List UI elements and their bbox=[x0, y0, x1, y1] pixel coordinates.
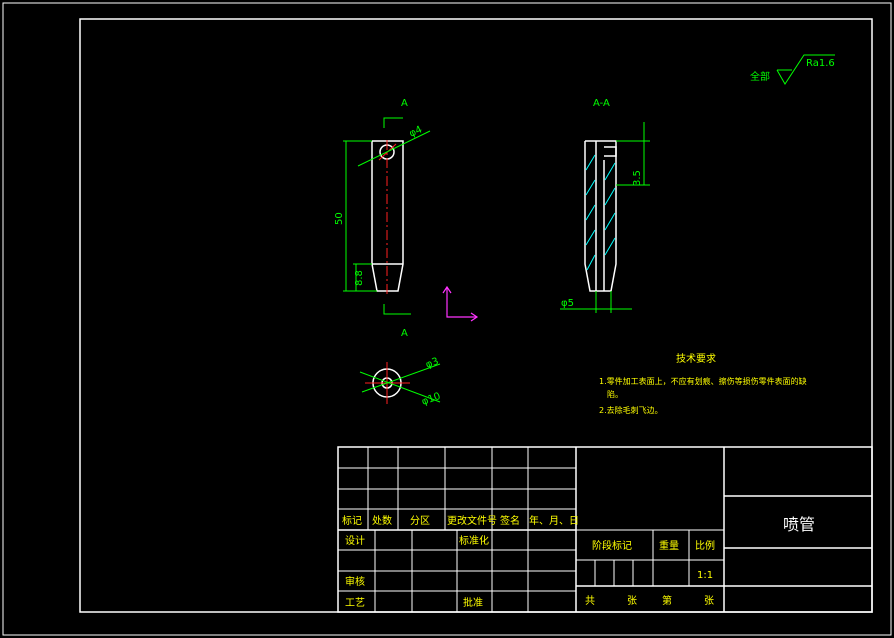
section-view: A-A 3.5 φ5 bbox=[560, 98, 650, 313]
tb-sheets-unit: 张 bbox=[627, 595, 637, 607]
section-label: A-A bbox=[593, 98, 610, 109]
tech-requirements: 技术要求 1.零件加工表面上，不应有划痕、擦伤等损伤零件表面的缺 陷。 2.去除… bbox=[599, 352, 807, 415]
tb-part-name: 喷管 bbox=[783, 515, 815, 534]
dim-slot-height: 3.5 bbox=[632, 170, 643, 186]
surface-finish-symbol: 全部 Ra1.6 bbox=[750, 54, 835, 85]
tb-sign: 签名 bbox=[500, 514, 520, 527]
section-hatch bbox=[585, 154, 616, 271]
end-view: φ3 φ10 bbox=[359, 356, 442, 408]
dim-length: 50 bbox=[334, 212, 345, 225]
tb-sheet-no: 第 bbox=[662, 594, 672, 607]
tb-process: 工艺 bbox=[345, 597, 365, 609]
dim-hole-dia: φ4 bbox=[408, 124, 424, 139]
surface-finish-value: Ra1.6 bbox=[806, 58, 835, 69]
tb-scale-value: 1:1 bbox=[697, 570, 713, 581]
tb-scale: 比例 bbox=[695, 539, 715, 552]
view-label-a-top: A bbox=[401, 98, 408, 109]
dim-bore-dia: φ3 bbox=[424, 356, 440, 371]
tb-date: 年、月、日 bbox=[529, 514, 579, 527]
tb-count: 处数 bbox=[372, 514, 392, 527]
title-block: 标记 处数 分区 更改文件号 签名 年、月、日 设计 标准化 审核 工艺 批准 … bbox=[337, 446, 873, 613]
ucs-axis-icon bbox=[442, 285, 479, 322]
dim-tip-dia: φ5 bbox=[561, 298, 574, 309]
tb-sheet-unit2: 张 bbox=[704, 595, 714, 607]
tb-standard: 标准化 bbox=[459, 534, 489, 547]
front-view: A A φ4 50 8.8 bbox=[334, 98, 431, 339]
dim-outer-dia: φ10 bbox=[420, 391, 442, 408]
tb-change-doc: 更改文件号 bbox=[447, 514, 497, 527]
tech-item2: 2.去除毛刺飞边。 bbox=[599, 405, 663, 415]
tb-sheets-total: 共 bbox=[585, 595, 595, 607]
tech-title: 技术要求 bbox=[676, 352, 716, 365]
tb-approve: 批准 bbox=[463, 596, 483, 609]
tech-item1-line1: 1.零件加工表面上，不应有划痕、擦伤等损伤零件表面的缺 bbox=[599, 376, 807, 386]
tech-item1-line2: 陷。 bbox=[607, 389, 623, 399]
tb-weight: 重量 bbox=[659, 539, 679, 552]
dim-taper-len: 8.8 bbox=[354, 270, 365, 286]
tb-review: 审核 bbox=[345, 575, 365, 588]
tb-zone: 分区 bbox=[410, 515, 430, 527]
tb-mark: 标记 bbox=[342, 515, 362, 527]
view-label-a-bottom: A bbox=[401, 328, 408, 339]
tb-stage-mark: 阶段标记 bbox=[592, 539, 632, 552]
tb-design: 设计 bbox=[345, 534, 365, 547]
surface-finish-prefix: 全部 bbox=[750, 70, 770, 83]
